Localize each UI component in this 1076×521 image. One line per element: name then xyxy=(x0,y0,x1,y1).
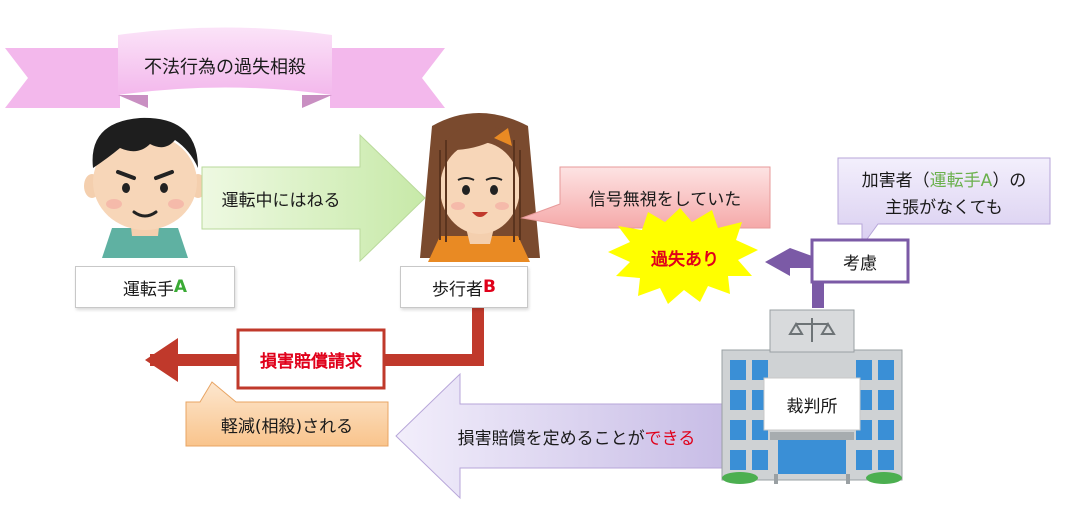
reduced-callout xyxy=(185,381,389,447)
fault-burst xyxy=(608,208,758,304)
consider-box xyxy=(810,238,910,284)
driver-label-text: 運転手 xyxy=(122,279,174,300)
speech-bubble-claim xyxy=(837,157,1051,248)
pedestrian-avatar xyxy=(420,113,540,262)
court-label-box xyxy=(763,377,861,431)
speech-signal-text: 信号無視をしていた xyxy=(588,189,742,210)
diagram-title: 不法行為の過失相殺 xyxy=(144,57,306,78)
speech-claim-highlight: 運転手A xyxy=(929,171,993,191)
consider-connector xyxy=(765,248,824,308)
court-arrow-highlight: できる xyxy=(644,428,696,449)
hit-arrow-label: 運転中にはねる xyxy=(221,190,341,211)
court-arrow-text: 損害賠償を定めることができる xyxy=(430,414,723,458)
speech-claim-line2: 主張がなくても xyxy=(885,198,1003,218)
fault-burst-text: 過失あり xyxy=(651,249,719,270)
reduced-text: 軽減(相殺)される xyxy=(220,416,354,437)
speech-claim-prefix: 加害者（ xyxy=(861,171,930,191)
damages-claim-text: 損害賠償請求 xyxy=(260,351,362,372)
pedestrian-label-letter: B xyxy=(483,277,496,297)
speech-claim-text: 加害者（運転手A）の 主張がなくても xyxy=(838,162,1050,222)
title-banner xyxy=(5,27,445,108)
pedestrian-label-text: 歩行者 xyxy=(432,279,484,300)
speech-claim-line1: 加害者（運転手A）の xyxy=(862,166,1027,191)
driver-avatar xyxy=(84,117,206,258)
court-text: 裁判所 xyxy=(786,396,838,417)
court-arrow-prefix: 損害賠償を定めることが xyxy=(457,428,645,449)
speech-claim-suffix: ）の xyxy=(992,171,1027,191)
damages-claim-box xyxy=(236,328,386,390)
hit-arrow xyxy=(201,133,426,263)
consider-text: 考慮 xyxy=(843,253,877,274)
driver-label-letter: A xyxy=(173,277,188,297)
court-arrow xyxy=(395,372,724,500)
